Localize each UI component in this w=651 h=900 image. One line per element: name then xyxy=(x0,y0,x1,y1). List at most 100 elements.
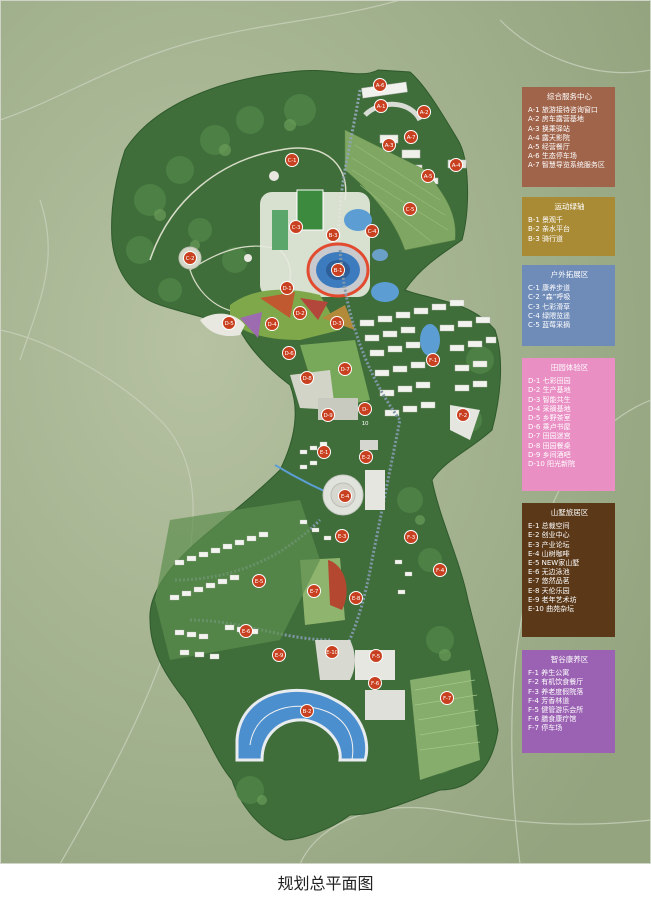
marker-e6[interactable]: E-6 xyxy=(239,624,253,638)
marker-f6[interactable]: F-6 xyxy=(368,676,382,690)
legend-item: F-3 养老度假院落 xyxy=(528,687,584,696)
legend-item: D-2 生产基地 xyxy=(528,386,571,395)
marker-a3[interactable]: A-3 xyxy=(382,138,396,152)
legend-item: A-1 旅游接待咨询窗口 xyxy=(528,106,598,115)
marker-d7[interactable]: D-7 xyxy=(338,362,352,376)
legend-item: B-2 亲水平台 xyxy=(528,225,571,234)
legend-item: E-9 老年艺术坊 xyxy=(528,595,577,604)
marker-f4[interactable]: F-4 xyxy=(433,563,447,577)
road-main xyxy=(338,249,402,651)
marker-a2[interactable]: A-2 xyxy=(417,105,431,119)
marker-f1[interactable]: F-1 xyxy=(426,353,440,367)
marker-e8[interactable]: E-8 xyxy=(349,591,363,605)
legend-item: D-9 乡间酒吧 xyxy=(528,450,571,459)
marker-a5[interactable]: A-5 xyxy=(421,169,435,183)
marker-f2[interactable]: F-2 xyxy=(456,408,470,422)
marker-d2[interactable]: D-2 xyxy=(293,306,307,320)
legend-item: E-7 悠然品茗 xyxy=(528,577,570,586)
legend-item: A-5 经营餐厅 xyxy=(528,143,570,152)
legend-d: 田园体验区 D-1 七彩田园 D-2 生产基地 D-3 智能共生 D-4 采摘基… xyxy=(522,358,615,491)
legend-item: A-2 房车露营基地 xyxy=(528,115,584,124)
legend-item: D-6 乘卢书屋 xyxy=(528,423,571,432)
legend-item: B-3 骑行道 xyxy=(528,234,564,243)
marker-e10[interactable]: E-10 xyxy=(325,645,339,659)
legend-c-title: 户外拓展区 xyxy=(550,270,589,279)
marker-c2[interactable]: C-2 xyxy=(183,251,197,265)
legend-item: E-5 NEW家山墅 xyxy=(528,559,580,568)
pond-f1 xyxy=(420,324,440,356)
legend-item: C-2 “森”呼吸 xyxy=(528,293,571,302)
legend-item: E-3 产业论坛 xyxy=(528,540,570,549)
legend-item: D-10 阳光新院 xyxy=(528,460,576,469)
legend-item: A-7 智慧导览系统服务区 xyxy=(528,161,605,170)
marker-e9[interactable]: E-9 xyxy=(272,648,286,662)
legend-item: E-1 总裁空间 xyxy=(528,522,570,531)
marker-c1[interactable]: C-1 xyxy=(285,153,299,167)
marker-d1[interactable]: D-1 xyxy=(280,281,294,295)
legend-a: 综合服务中心 A-1 旅游接待咨询窗口 A-2 房车露营基地 A-3 换乘驿站 … xyxy=(522,87,615,187)
housing-f xyxy=(359,299,497,417)
marker-d10[interactable]: D-10 xyxy=(358,402,372,427)
legend-item: E-6 无边泳池 xyxy=(528,568,570,577)
legend-e-title: 山墅旅居区 xyxy=(550,508,589,517)
legend-item: E-8 天伦乐园 xyxy=(528,586,570,595)
housing-e xyxy=(169,441,413,660)
marker-b1[interactable]: B-1 xyxy=(331,263,345,277)
marker-f3[interactable]: F-3 xyxy=(404,530,418,544)
marker-b3[interactable]: B-3 xyxy=(326,228,340,242)
legend-item: A-6 生态停车场 xyxy=(528,152,577,161)
legend-item: F-7 停车场 xyxy=(528,724,563,733)
legend-f: 智谷康养区 F-1 养生公寓 F-2 有机饮食餐厅 F-3 养老度假院落 F-4… xyxy=(522,650,615,753)
legend-c: 户外拓展区 C-1 康养步道 C-2 “森”呼吸 C-3 七彩滑草 C-4 绿隈… xyxy=(522,265,615,346)
marker-b2[interactable]: B-2 xyxy=(300,704,314,718)
legend-item: C-1 康养步道 xyxy=(528,284,571,293)
legend-item: C-4 绿隈览遥 xyxy=(528,311,571,320)
marker-a6[interactable]: A-6 xyxy=(373,78,387,92)
marker-d4[interactable]: D-4 xyxy=(265,317,279,331)
map-caption: 规划总平面图 xyxy=(277,874,374,893)
marker-a1[interactable]: A-1 xyxy=(374,99,388,113)
legend-item: C-5 蓝莓采摘 xyxy=(528,321,571,330)
marker-c3[interactable]: C-3 xyxy=(289,220,303,234)
trail-c1 xyxy=(149,147,347,261)
legend-item: F-1 养生公寓 xyxy=(528,669,570,678)
legend-item: E-2 创业中心 xyxy=(528,531,570,540)
legend-item: D-7 田园迷宫 xyxy=(528,432,571,441)
legend-item: A-3 换乘驿站 xyxy=(528,124,570,133)
marker-d9[interactable]: D-9 xyxy=(321,408,335,422)
marker-e3[interactable]: E-3 xyxy=(335,529,349,543)
legend-item: F-6 膳食康疗馆 xyxy=(528,715,577,724)
legend-e: 山墅旅居区 E-1 总裁空间 E-2 创业中心 E-3 产业论坛 E-4 山树咖… xyxy=(522,503,615,637)
legend-item: A-4 露天影院 xyxy=(528,133,570,142)
marker-e2[interactable]: E-2 xyxy=(359,450,373,464)
legend-b: 运动绿轴 B-1 景观千 B-2 亲水平台 B-3 骑行道 xyxy=(522,197,615,256)
legend-item: F-4 芳香林道 xyxy=(528,696,570,705)
marker-d6[interactable]: D-6 xyxy=(282,346,296,360)
legend-d-title: 田园体验区 xyxy=(550,363,589,372)
legend-item: C-3 七彩滑草 xyxy=(528,302,571,311)
marker-c5[interactable]: C-5 xyxy=(403,202,417,216)
marker-a7[interactable]: A-7 xyxy=(404,130,418,144)
marker-d3[interactable]: D-3 xyxy=(330,316,344,330)
marker-c4[interactable]: C-4 xyxy=(365,224,379,238)
node-b xyxy=(244,254,252,262)
field-c5 xyxy=(344,129,456,251)
legend-b-title: 运动绿轴 xyxy=(554,202,585,211)
marker-a4[interactable]: A-4 xyxy=(449,158,463,172)
legend-a-title: 综合服务中心 xyxy=(547,92,592,101)
marker-f5[interactable]: F-5 xyxy=(369,649,383,663)
marker-e5[interactable]: E-5 xyxy=(252,574,266,588)
legend-item: D-8 田园餐桌 xyxy=(528,441,571,450)
marker-d5[interactable]: D-5 xyxy=(222,316,236,330)
legend-item: E-4 山树咖啡 xyxy=(528,549,570,558)
legend-item: D-4 采摘基地 xyxy=(528,404,571,413)
legend-item: F-5 健管游乐会所 xyxy=(528,706,584,715)
legend-item: D-3 智能共生 xyxy=(528,395,571,404)
marker-d8[interactable]: D-8 xyxy=(300,371,314,385)
marker-e1[interactable]: E-1 xyxy=(317,445,331,459)
legend-item: D-1 七彩田园 xyxy=(528,377,571,386)
marker-f7[interactable]: F-7 xyxy=(440,691,454,705)
marker-e7[interactable]: E-7 xyxy=(307,584,321,598)
marker-e4[interactable]: E-4 xyxy=(338,489,352,503)
zone-d xyxy=(200,289,370,420)
